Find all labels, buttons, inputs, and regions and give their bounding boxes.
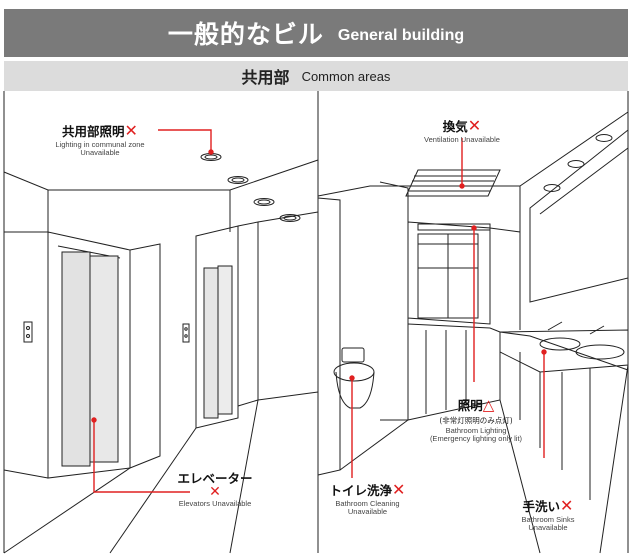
label-bathroom-lighting-en-1: Bathroom Lighting [445,425,507,435]
elevator-lobby [3,153,319,554]
label-elevator: エレベーター ✕ Elevators Unavailable [155,472,275,508]
label-toilet-jp: トイレ洗浄 [329,483,393,498]
callout-lines [91,129,547,493]
label-elevator-jp: エレベーター [177,471,253,486]
restroom [317,111,629,554]
lighting-leader [158,129,212,152]
label-sinks-en-2: Unavailable [528,522,568,532]
label-sinks: 手洗い✕ Bathroom Sinks Unavailable [498,496,598,532]
back-wall-panel [407,221,491,325]
vanity-counter [499,329,629,373]
call-button-left [23,321,33,343]
label-bathroom-lighting-note: (非常灯照明のみ点灯) [439,415,513,425]
title-english: General building [337,27,465,44]
sink-2 [575,344,625,360]
label-ventilation-en: Ventilation Unavailable [424,134,500,144]
label-bathroom-lighting: 照明△ (非常灯照明のみ点灯) Bathroom Lighting (Emerg… [396,396,556,443]
sink-1 [539,337,581,351]
subtitle-japanese: 共用部 [241,68,290,87]
elevator-door-small-left [203,267,219,419]
ceiling-light-r3 [595,134,613,142]
label-common-lighting-en-1: Lighting in communal zone [55,139,145,149]
elevator-door-left [61,251,91,467]
subtitle-bar: 共用部 Common areas [4,61,628,91]
mirror [529,128,629,303]
label-common-lighting: 共用部照明✕ Lighting in communal zone Unavail… [30,121,170,157]
label-toilet: トイレ洗浄✕ Bathroom Cleaning Unavailable [320,480,415,516]
label-sinks-en-1: Bathroom Sinks [521,514,575,524]
elevator-door-small-right [217,265,233,415]
label-bathroom-lighting-en-2: (Emergency lighting only lit) [429,433,523,443]
label-sinks-jp: 手洗い [522,499,561,514]
status-unavailable-icon: ✕ [560,496,574,515]
status-unavailable-icon: ✕ [124,121,138,140]
status-unavailable-icon: ✕ [392,480,406,499]
status-unavailable-icon: ✕ [467,116,482,135]
title-japanese: 一般的なビル [167,20,324,49]
label-bathroom-lighting-jp: 照明 [457,398,483,413]
call-button-right [182,323,190,343]
label-ventilation: 換気✕ Ventilation Unavailable [402,116,522,144]
label-toilet-en-2: Unavailable [347,506,388,516]
label-elevator-en: Elevators Unavailable [178,498,252,508]
ceiling-light-r2 [567,160,585,168]
ceiling-light-3 [253,198,275,206]
ceiling-light-2 [227,176,249,184]
elevator-leader [93,420,190,493]
status-unavailable-icon: ✕ [209,484,221,501]
toilet-tank [341,347,365,363]
label-ventilation-jp: 換気 [442,119,468,134]
status-partial-icon: △ [482,396,495,414]
ceiling-light-r1 [543,184,561,192]
label-common-lighting-jp: 共用部照明 [62,124,125,139]
light-bar [417,223,491,231]
subtitle-english: Common areas [301,68,391,84]
label-common-lighting-en-2: Unavailable [80,147,120,157]
title-bar: 一般的なビル General building [4,9,628,57]
ventilation-grille [405,169,501,197]
label-toilet-en-1: Bathroom Cleaning [335,498,400,508]
